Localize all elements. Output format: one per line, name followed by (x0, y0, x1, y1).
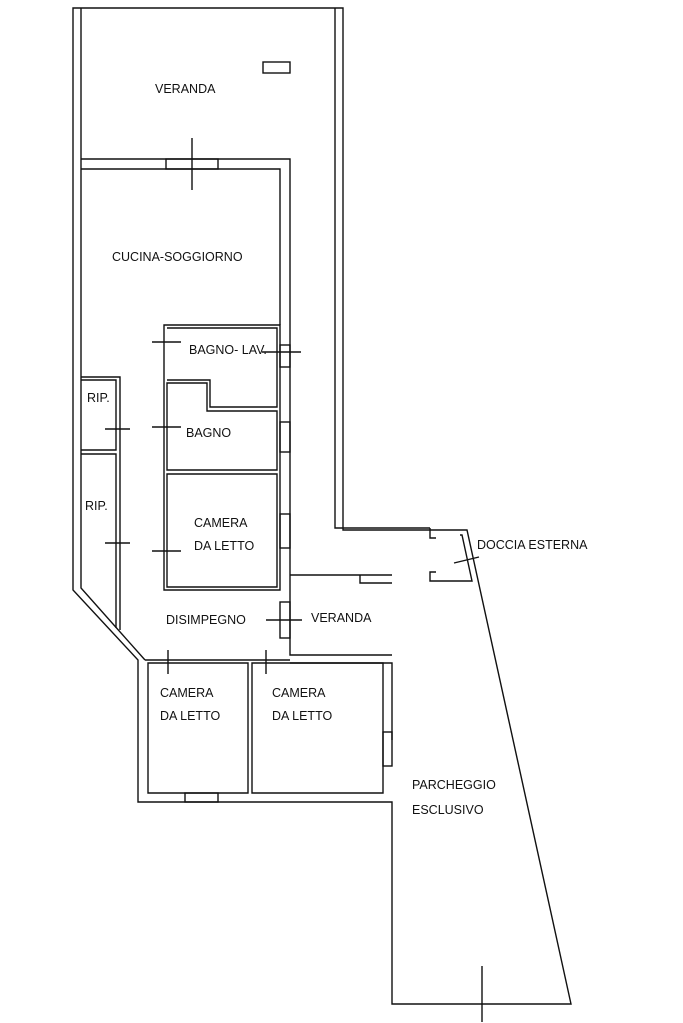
room-label-parcheggio: PARCHEGGIO (412, 778, 496, 792)
east-inner-wall (334, 8, 430, 529)
room-label-camera-2: CAMERA DA LETTO (160, 682, 220, 728)
fixture (262, 61, 291, 74)
label-line: CAMERA (272, 686, 326, 700)
label-line: DA LETTO (272, 709, 333, 723)
inner-outer-wall (80, 8, 146, 661)
room-label-bagno: BAGNO (186, 426, 232, 440)
room-label-veranda-small: VERANDA (311, 611, 372, 625)
outer-wall (72, 7, 572, 1005)
room-label-bagno-lav: BAGNO- LAV. (189, 343, 267, 357)
bath-block-outer (163, 324, 281, 591)
room-label-rip-2: RIP. (85, 499, 108, 513)
room-label-veranda: VERANDA (155, 82, 216, 96)
room-label-cucina-soggiorno: CUCINA-SOGGIORNO (112, 250, 243, 264)
room-label-esclusivo: ESCLUSIVO (412, 803, 484, 817)
room-label-camera-1: CAMERA DA LETTO (194, 512, 254, 558)
room-label-doccia-esterna: DOCCIA ESTERNA (477, 538, 588, 552)
room-label-camera-3: CAMERA DA LETTO (272, 682, 332, 728)
room-label-disimpegno: DISIMPEGNO (166, 613, 246, 627)
label-line: DA LETTO (160, 709, 221, 723)
label-line: CAMERA (160, 686, 214, 700)
room-label-rip-1: RIP. (87, 391, 110, 405)
label-line: CAMERA (194, 516, 248, 530)
cucina-wall (81, 168, 281, 325)
label-line: DA LETTO (194, 539, 255, 553)
